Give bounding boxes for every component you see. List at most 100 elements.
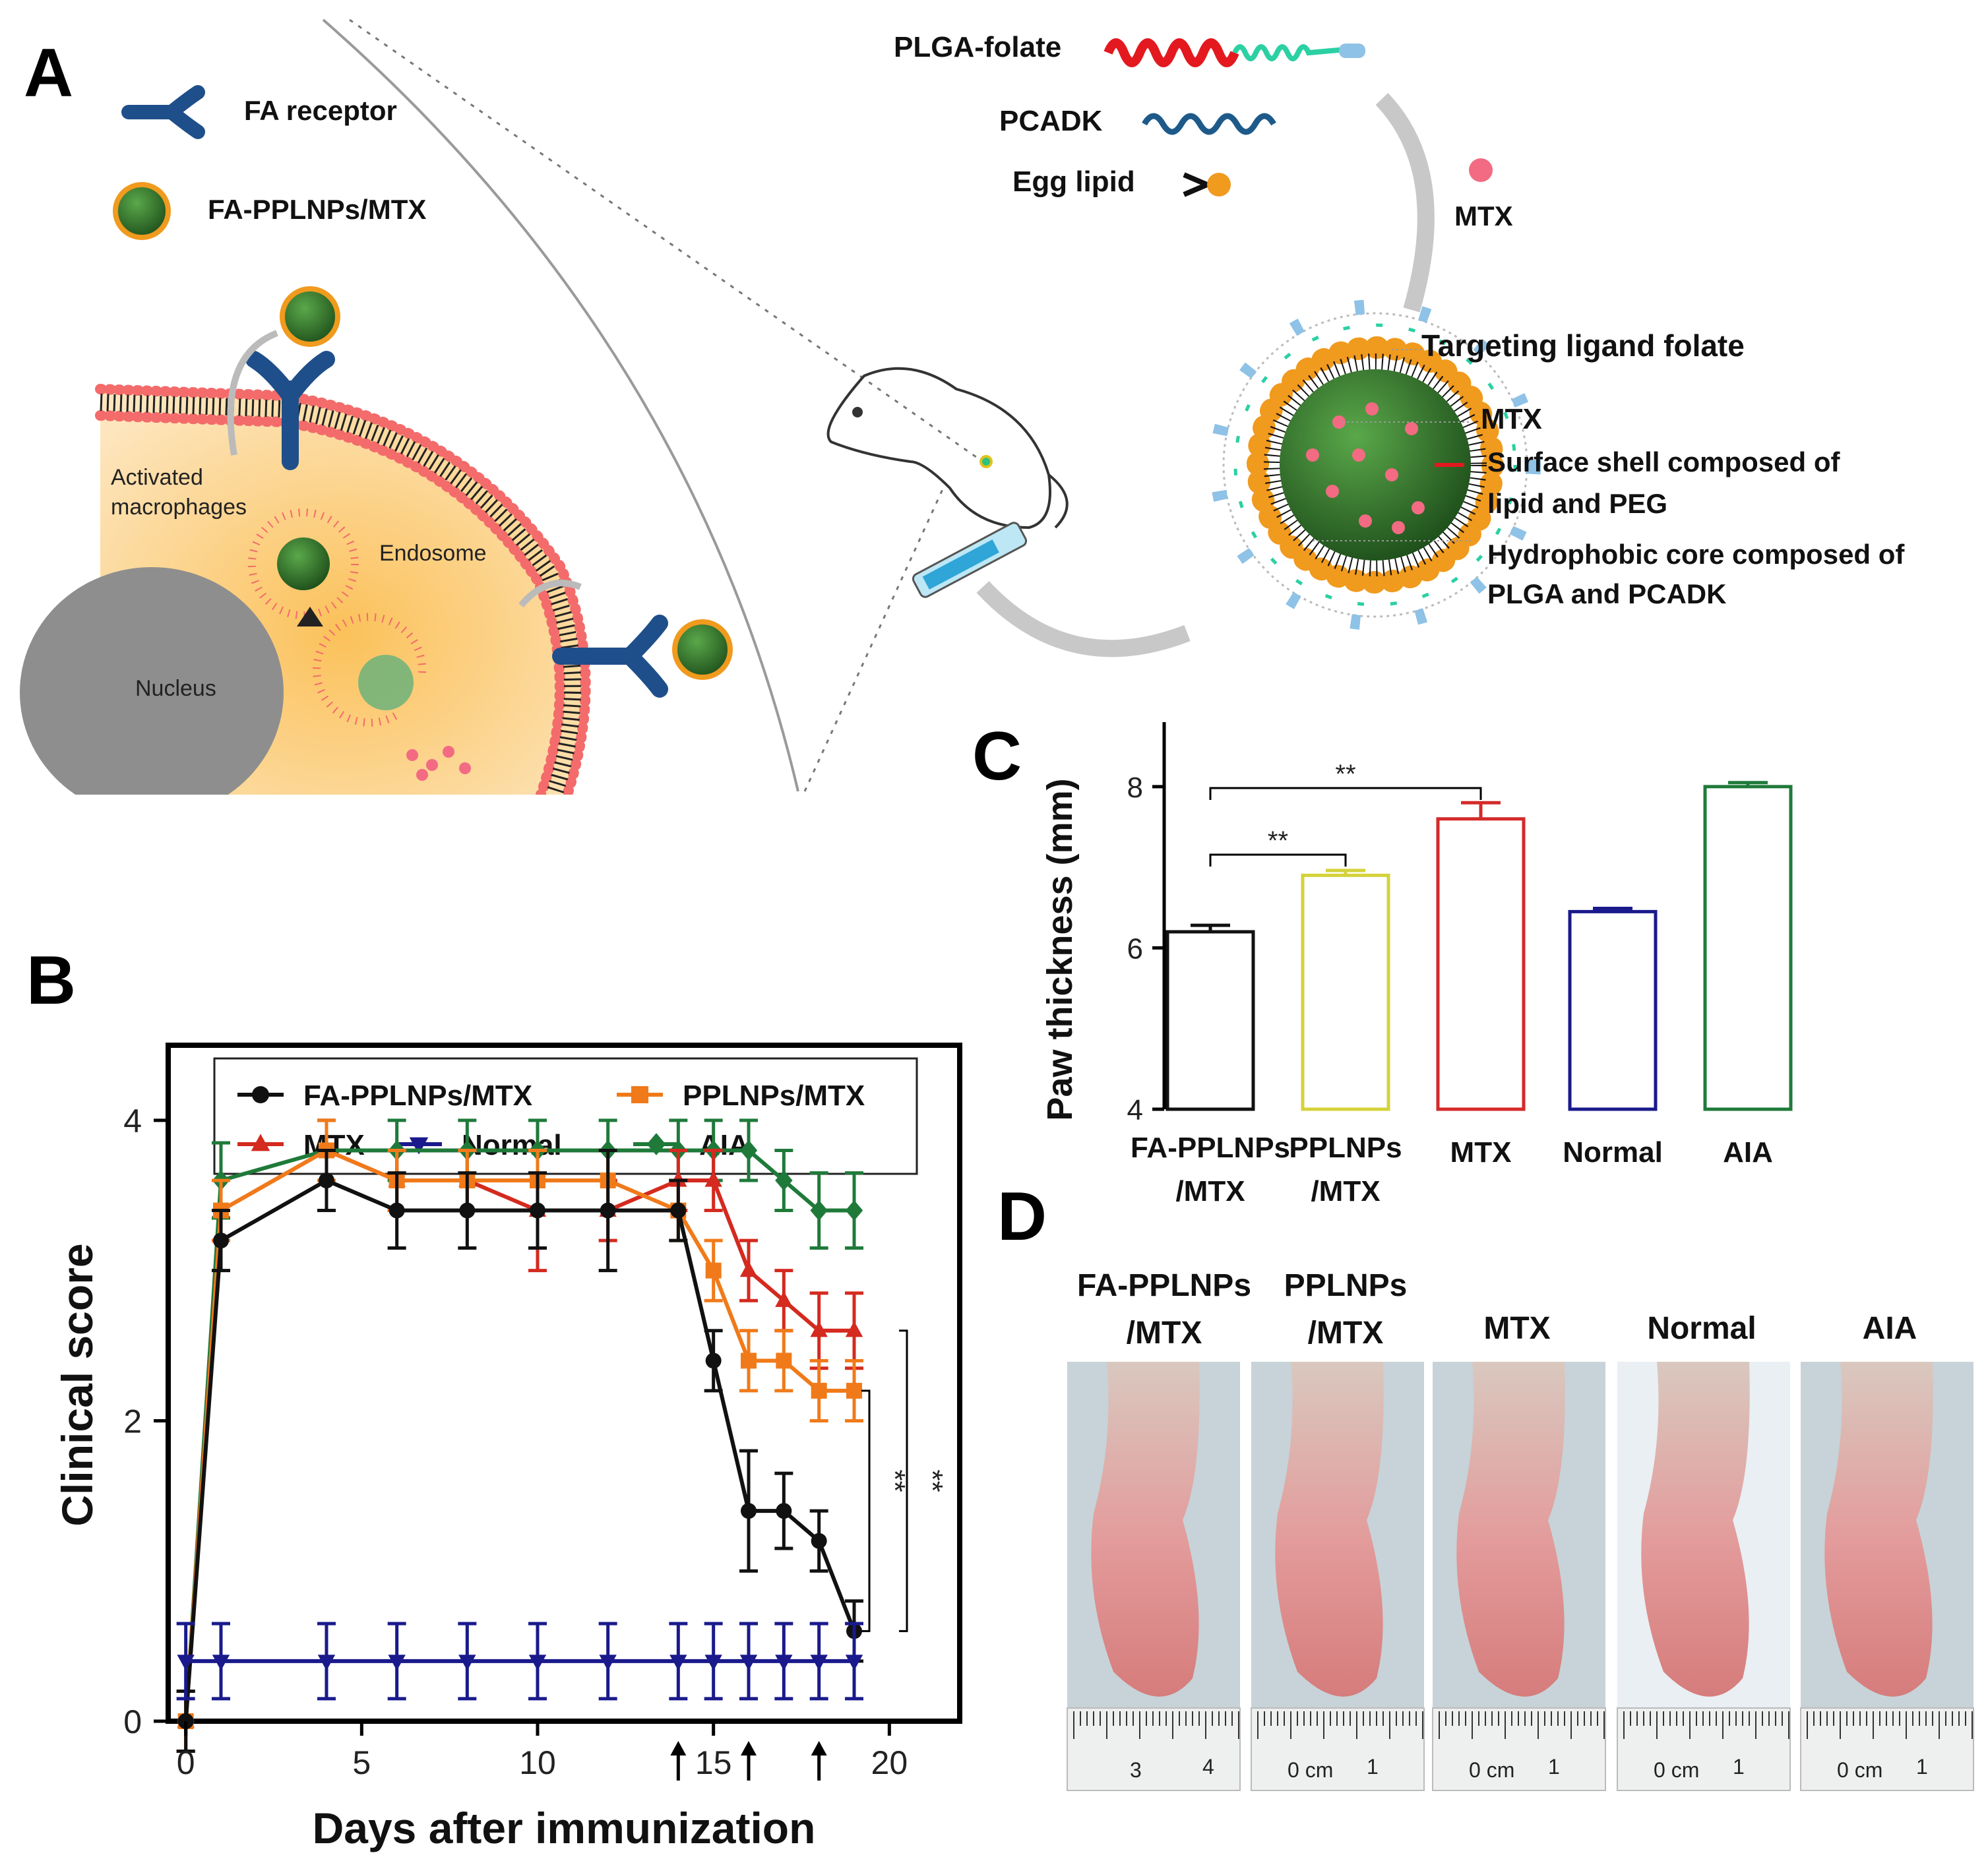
x-tick-label: MTX bbox=[1450, 1136, 1512, 1169]
series-aia bbox=[176, 1118, 863, 1754]
treatment-arrowhead-icon bbox=[811, 1741, 827, 1755]
bar bbox=[1703, 785, 1793, 1111]
ruler-label: 1 bbox=[1916, 1755, 1928, 1779]
series-line bbox=[183, 1148, 854, 1722]
significance-bracket bbox=[861, 1389, 871, 1632]
photo-label: PPLNPs bbox=[1284, 1268, 1408, 1303]
activated-macrophages-label-1: Activated bbox=[111, 465, 203, 490]
ruler-label: 1 bbox=[1548, 1755, 1560, 1779]
x-tick-label: 15 bbox=[695, 1744, 732, 1781]
mtx-core-label: MTX bbox=[1481, 403, 1542, 435]
data-point bbox=[775, 1291, 793, 1307]
data-point bbox=[739, 1140, 758, 1161]
y-axis-label: Clinical score bbox=[53, 1243, 102, 1526]
plga-icon bbox=[1103, 38, 1239, 67]
targeting-ligand-label: Targeting ligand folate bbox=[1421, 328, 1745, 363]
curved-arrow-top bbox=[227, 330, 278, 456]
panel-letter-c: C bbox=[972, 718, 1022, 795]
x-tick-label: 20 bbox=[871, 1744, 908, 1781]
data-point bbox=[741, 1353, 757, 1369]
series-mtx bbox=[176, 1118, 863, 1754]
data-point bbox=[776, 1503, 792, 1519]
bar bbox=[1301, 873, 1390, 1111]
nanoparticle-icon-top bbox=[280, 286, 340, 347]
panel-letter-a: A bbox=[24, 35, 73, 111]
paw-shape bbox=[1091, 1362, 1200, 1697]
data-point bbox=[599, 1655, 617, 1671]
significance-bracket bbox=[1209, 787, 1482, 800]
x-tick-label: 10 bbox=[519, 1744, 556, 1781]
paw-shape bbox=[1275, 1362, 1384, 1697]
legend-marker-icon bbox=[251, 1134, 270, 1151]
photo-label: Normal bbox=[1647, 1311, 1756, 1346]
ruler-label: 3 bbox=[1130, 1758, 1142, 1782]
panel-letter-d: D bbox=[997, 1178, 1047, 1255]
paw-photo: 0 cm 1 bbox=[1800, 1362, 1974, 1791]
curved-arrow-bottom bbox=[976, 581, 1191, 657]
fa-receptor-legend-icon bbox=[121, 85, 205, 139]
data-point bbox=[528, 1655, 547, 1671]
x-tick-label: 0 bbox=[177, 1744, 195, 1781]
paw-shape bbox=[1456, 1362, 1565, 1697]
data-point bbox=[458, 1655, 476, 1671]
endosome-label: Endosome bbox=[379, 541, 487, 566]
data-point bbox=[705, 1353, 722, 1369]
data-point bbox=[177, 1655, 195, 1671]
x-tick-label: /MTX bbox=[1311, 1175, 1380, 1207]
fa-receptor-label: FA receptor bbox=[244, 95, 397, 126]
folate-icon bbox=[1232, 44, 1346, 61]
zoom-line-top bbox=[349, 18, 983, 463]
data-point bbox=[670, 1202, 687, 1219]
nanoparticle-structure bbox=[1210, 299, 1541, 630]
data-point bbox=[845, 1321, 863, 1337]
paw-photo: 0 cm 1 bbox=[1251, 1362, 1425, 1791]
legend-label: FA-PPLNPs/MTX bbox=[303, 1080, 532, 1112]
ruler-label: 0 cm bbox=[1654, 1758, 1699, 1782]
legend-marker-icon bbox=[631, 1086, 648, 1103]
panel-letter-b: B bbox=[26, 942, 76, 1019]
significance-label: ** bbox=[1268, 826, 1288, 855]
ruler-label: 0 cm bbox=[1288, 1758, 1333, 1782]
y-axis-label: Paw thickness (mm) bbox=[1040, 778, 1080, 1120]
data-point bbox=[319, 1173, 334, 1188]
y-tick-label: 8 bbox=[1127, 772, 1143, 804]
significance-label: ** bbox=[1335, 760, 1355, 789]
x-tick-label: Normal bbox=[1563, 1136, 1663, 1169]
data-point bbox=[669, 1655, 687, 1671]
bar bbox=[1436, 817, 1526, 1111]
curved-arrow-right bbox=[518, 580, 582, 608]
ruler-label: 1 bbox=[1733, 1755, 1745, 1779]
data-point bbox=[810, 1321, 828, 1337]
curved-guide-line bbox=[322, 18, 799, 792]
arrow-head-icon bbox=[297, 607, 323, 626]
data-point bbox=[845, 1200, 863, 1221]
legend-label: AIA bbox=[699, 1129, 749, 1161]
nucleus-label: Nucleus bbox=[135, 676, 216, 701]
data-point bbox=[739, 1261, 758, 1277]
ruler-label: 0 cm bbox=[1837, 1758, 1882, 1782]
core-label-2: PLGA and PCADK bbox=[1487, 578, 1726, 609]
ruler-label: 0 cm bbox=[1469, 1758, 1514, 1782]
data-point bbox=[810, 1200, 828, 1221]
data-point bbox=[811, 1533, 827, 1549]
series-normal bbox=[176, 1622, 863, 1701]
ruler bbox=[1251, 1707, 1425, 1791]
x-tick-label: AIA bbox=[1723, 1136, 1773, 1169]
data-point bbox=[775, 1655, 793, 1671]
series-line bbox=[183, 1148, 854, 1722]
legend-label: Normal bbox=[462, 1129, 562, 1161]
zoom-line-bottom bbox=[803, 487, 945, 792]
ruler-label: 1 bbox=[1367, 1755, 1379, 1779]
legend-label: PPLNPs/MTX bbox=[683, 1080, 865, 1112]
ruler bbox=[1617, 1707, 1791, 1791]
core-label-1: Hydrophobic core composed of bbox=[1487, 539, 1905, 570]
photo-label: /MTX bbox=[1308, 1316, 1384, 1351]
photo-label: FA-PPLNPs bbox=[1077, 1268, 1251, 1303]
egg-lipid-label: Egg lipid bbox=[1012, 166, 1135, 198]
series-pplnps-mtx bbox=[176, 1118, 863, 1754]
significance-bracket bbox=[899, 1329, 908, 1632]
paw-photo: 0 cm 1 bbox=[1617, 1362, 1791, 1791]
